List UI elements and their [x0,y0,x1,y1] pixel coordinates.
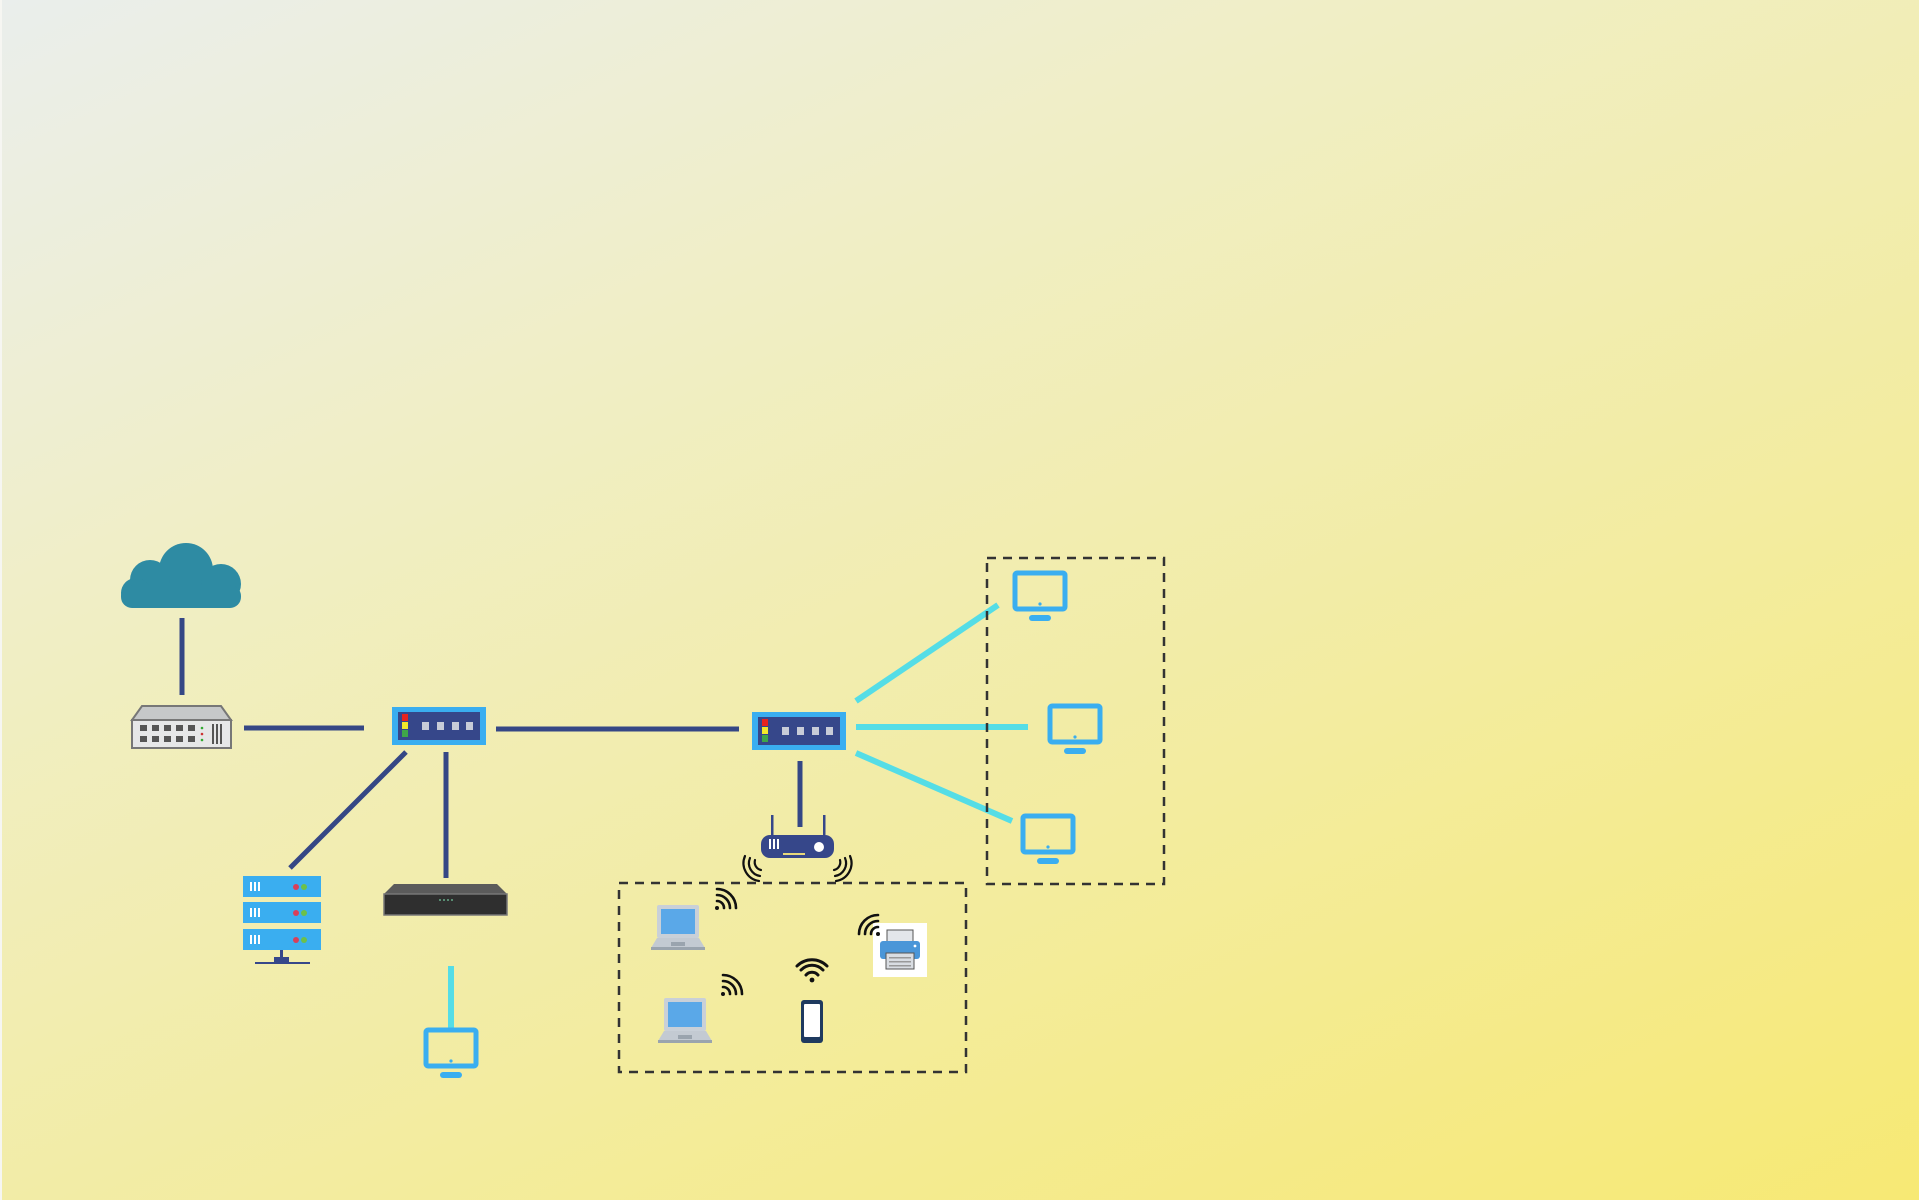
access-links [448,602,1028,1028]
monitor-icon[interactable] [1015,573,1065,621]
wireless-signal-icon [857,913,880,936]
wireless-signal-icon [713,887,738,912]
monitor-icon[interactable] [426,1030,476,1078]
link-switch1-server [288,750,408,870]
hub-icon[interactable] [130,705,233,749]
laptop-icon[interactable] [658,998,712,1043]
wired-pc-group-box [985,556,1166,886]
wireless-signal-icon [719,973,744,998]
wifi-icon [795,958,829,983]
link-switch2-pc-top [854,602,1000,704]
switch-icon[interactable] [752,712,846,750]
wireless-router-icon[interactable] [742,815,853,883]
link-switch2-pc-bottom [854,750,1014,824]
printer-icon[interactable] [873,923,927,977]
monitor-icon[interactable] [1050,706,1100,754]
window-edge [0,0,2,1200]
monitor-icon[interactable] [1023,816,1073,864]
switch-icon[interactable] [392,707,486,745]
cloud-icon[interactable] [121,543,241,608]
server-icon[interactable] [243,876,321,964]
laptop-icon[interactable] [651,905,705,950]
wireless-device-group-box [617,881,968,1074]
smartphone-icon[interactable] [801,1000,823,1043]
modem-icon[interactable] [383,884,508,916]
trunk-links [179,618,803,878]
